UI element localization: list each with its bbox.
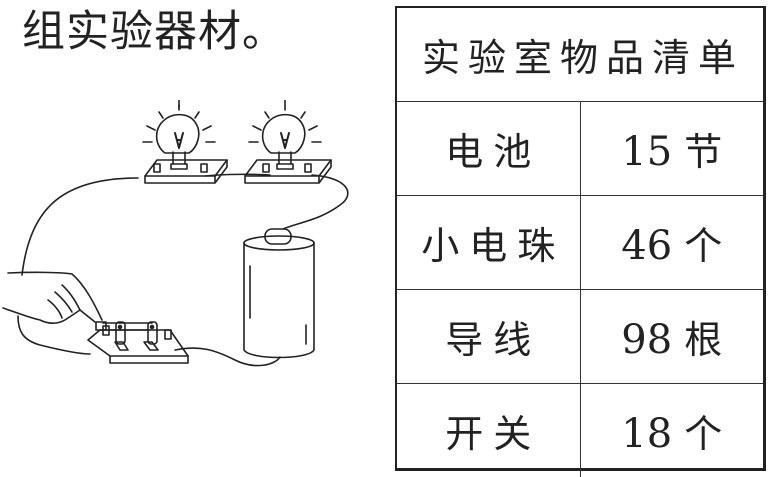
item-name: 小电珠 xyxy=(397,196,580,290)
wire-left xyxy=(22,178,138,275)
page-title: 组实验器材。 xyxy=(22,4,286,60)
table-row: 小电珠 46 个 xyxy=(397,196,763,290)
battery-icon xyxy=(244,229,314,358)
table-row: 电池 15 节 xyxy=(397,102,763,196)
quantity-number: 15 xyxy=(621,129,672,175)
quantity-unit: 个 xyxy=(684,412,722,456)
quantity-unit: 个 xyxy=(684,224,722,268)
item-name: 导线 xyxy=(397,290,580,384)
switch-icon xyxy=(88,322,188,363)
item-quantity: 98 根 xyxy=(580,290,763,384)
quantity-number: 18 xyxy=(621,411,672,457)
light-bulb-icon xyxy=(143,100,227,183)
item-quantity: 18 个 xyxy=(580,384,763,477)
hand-icon xyxy=(3,272,102,354)
item-quantity: 46 个 xyxy=(580,196,763,290)
quantity-number: 98 xyxy=(621,317,672,363)
light-bulb-icon xyxy=(245,100,331,183)
quantity-number: 46 xyxy=(621,223,672,269)
quantity-unit: 节 xyxy=(684,130,722,174)
item-quantity: 15 节 xyxy=(580,102,763,196)
item-name: 开关 xyxy=(397,384,580,477)
table-row: 开关 18 个 xyxy=(397,384,763,477)
table-header: 实验室物品清单 xyxy=(397,8,763,102)
circuit-illustration xyxy=(0,100,390,380)
quantity-unit: 根 xyxy=(684,318,722,362)
table-row: 导线 98 根 xyxy=(397,290,763,384)
item-name: 电池 xyxy=(397,102,580,196)
